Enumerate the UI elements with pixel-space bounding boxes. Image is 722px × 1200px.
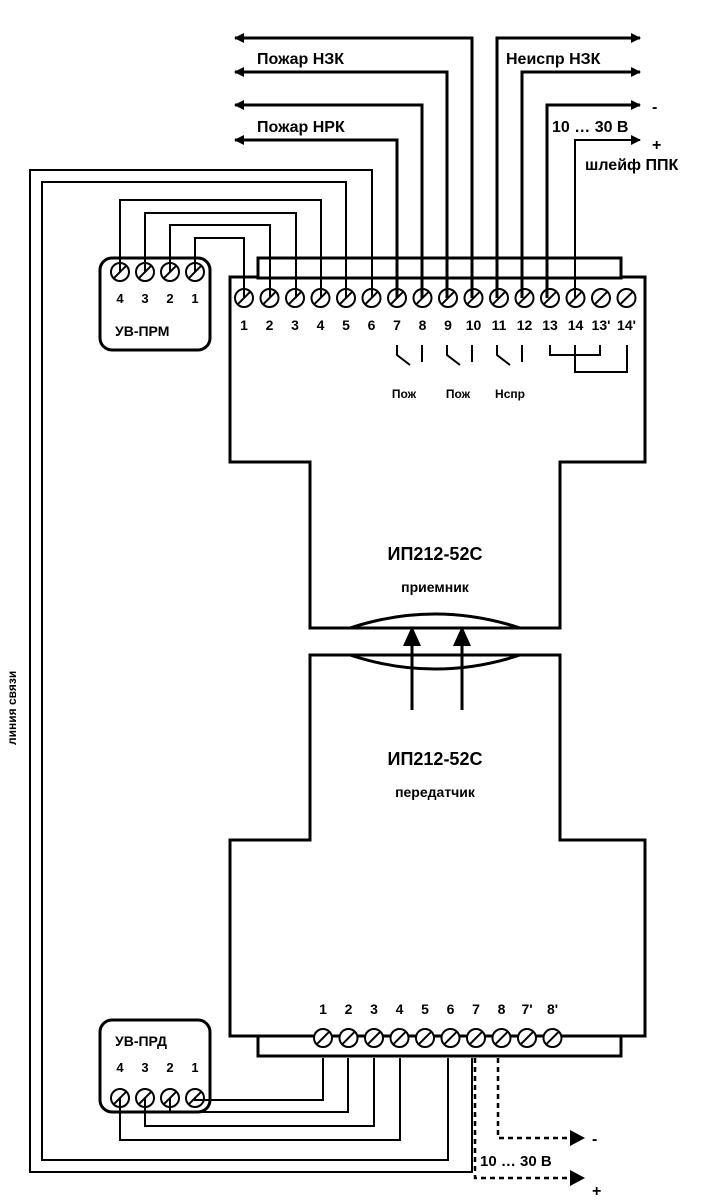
transmitter-terminal-8-slot (494, 1030, 509, 1046)
transmitter-terminals: 1 2 3 4 5 6 7 8 7' 8' (313, 1001, 563, 1048)
receiver-terminal-number: 3 (291, 317, 299, 333)
receiver-terminal-number: 4 (317, 317, 325, 333)
uv-prm-terminal-number: 2 (166, 291, 173, 306)
receiver-terminal-number: 6 (368, 317, 376, 333)
uv-prm-terminal-number: 1 (191, 291, 198, 306)
transmitter-terminal-7-slot (468, 1030, 484, 1046)
receiver-terminal-number: 13 (542, 317, 558, 333)
transmitter-terminal-number: 8 (498, 1001, 506, 1017)
contact-label-2: Пож (446, 387, 471, 401)
uv-prm-box (98, 256, 212, 352)
label-minus-top: - (652, 99, 657, 116)
receiver-terminal-number: 10 (466, 317, 482, 333)
receiver-terminal-11-slot (491, 290, 507, 306)
transmitter-title: ИП212-52С (388, 749, 483, 769)
label-plus-top: + (652, 137, 661, 154)
label-voltage-top: 10 … 30 В (552, 119, 628, 136)
transmitter-terminal-4-slot (392, 1030, 407, 1046)
label-fault-nc: Неиспр НЗК (506, 51, 601, 68)
receiver-terminal-number: 5 (342, 317, 350, 333)
uv-prd-box (98, 1018, 212, 1114)
receiver-body (228, 256, 647, 630)
link-line-label: линия связи (5, 671, 19, 745)
transmitter-terminal-10-slot (545, 1030, 560, 1046)
receiver-terminal-number: 7 (393, 317, 401, 333)
transmitter-terminal-9-slot (519, 1030, 535, 1046)
transmitter-terminal-number: 4 (396, 1001, 404, 1017)
receiver-terminal-13-slot (542, 290, 558, 306)
receiver-terminal-15-slot (593, 290, 609, 306)
receiver-terminal-number: 11 (492, 317, 507, 333)
output-wires (234, 33, 641, 298)
receiver-lens (349, 612, 521, 630)
label-minus-bottom: - (592, 1131, 597, 1148)
receiver-terminal-number: 8 (419, 317, 427, 333)
receiver-terminal-number: 9 (444, 317, 452, 333)
receiver-terminal-number: 13' (592, 317, 611, 333)
transmitter-terminal-bar (256, 1034, 623, 1058)
receiver-terminal-number: 2 (266, 317, 274, 333)
transmitter-terminal-3-slot (366, 1030, 382, 1046)
receiver-subtitle: приемник (401, 579, 470, 595)
label-loop: шлейф ППК (585, 157, 678, 174)
transmitter-terminal-number: 8' (547, 1001, 558, 1017)
receiver-terminal-number: 14' (617, 317, 636, 333)
receiver-title: ИП212-52С (388, 544, 483, 564)
receiver-terminal-16-slot (619, 290, 634, 306)
transmitter-body (228, 653, 647, 1058)
transmitter-subtitle: передатчик (395, 784, 476, 800)
contact-label-3: Нспр (495, 387, 525, 401)
transmitter-terminal-number: 7 (472, 1001, 480, 1017)
bottom-power-wires (473, 1058, 585, 1186)
transmitter-terminal-number: 5 (421, 1001, 429, 1017)
transmitter-terminal-number: 1 (319, 1001, 327, 1017)
transmitter-terminal-number: 7' (521, 1001, 532, 1017)
uv-prm-terminal-number: 3 (141, 291, 148, 306)
uv-prd-terminal-number: 4 (116, 1060, 124, 1075)
transmitter-terminal-5-slot (417, 1030, 433, 1046)
transmitter-terminal-6-slot (443, 1030, 458, 1046)
label-voltage-bottom: 10 … 30 В (480, 1153, 552, 1170)
receiver-terminal-bar (256, 256, 623, 280)
receiver-terminal-12-slot (517, 290, 532, 306)
uv-prd-terminal-number: 3 (141, 1060, 148, 1075)
uv-prm-terminal-number: 4 (116, 291, 124, 306)
uv-prm-label: УВ-ПРМ (115, 323, 169, 339)
beam-arrows (403, 626, 471, 710)
prd-link-wires (119, 1058, 401, 1141)
prm-link-wires (29, 169, 473, 1173)
label-plus-bottom: + (592, 1183, 601, 1200)
relay-contacts (396, 345, 628, 373)
label-fire-no: Пожар НРК (257, 119, 345, 136)
receiver-terminal-number: 1 (240, 317, 248, 333)
receiver-terminal-number: 12 (517, 317, 533, 333)
uv-prd-terminal-number: 2 (166, 1060, 173, 1075)
label-fire-nc: Пожар НЗК (257, 51, 344, 68)
transmitter-terminal-number: 2 (345, 1001, 353, 1017)
uv-prd-label: УВ-ПРД (115, 1033, 167, 1049)
contact-label-1: Пож (392, 387, 417, 401)
transmitter-terminal-number: 6 (447, 1001, 455, 1017)
receiver-terminal-number: 14 (568, 317, 584, 333)
transmitter-terminal-2-slot (341, 1030, 356, 1046)
transmitter-terminal-1-slot (315, 1030, 331, 1046)
transmitter-lens (349, 653, 521, 671)
transmitter-terminal-number: 3 (370, 1001, 378, 1017)
uv-prd-terminal-number: 1 (191, 1060, 198, 1075)
